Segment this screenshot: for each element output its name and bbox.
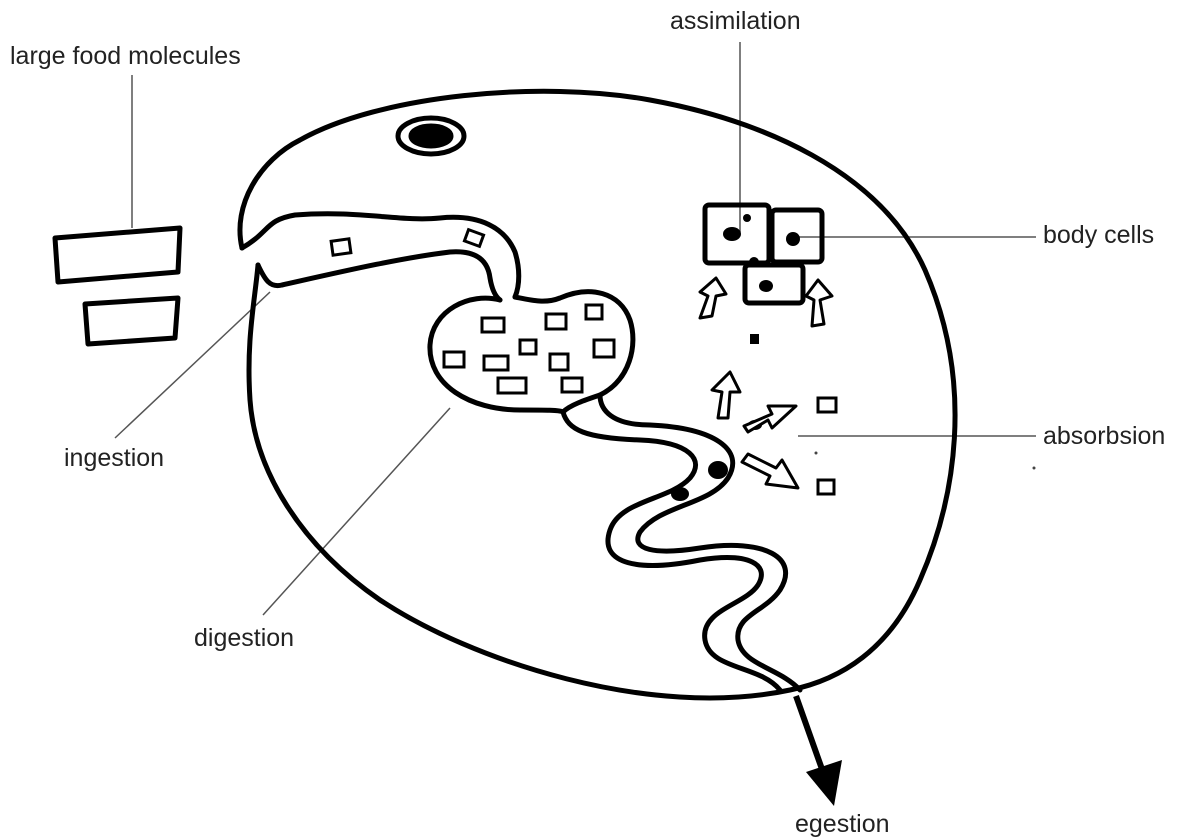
arrow-up-1 (712, 372, 740, 418)
large-food-molecule-2 (85, 298, 178, 344)
egestion-arrow (796, 696, 842, 806)
arrow-right-up (744, 406, 796, 432)
food-particle (331, 239, 351, 255)
arrow-to-cell (700, 278, 726, 318)
food-particle (818, 398, 836, 412)
food-particle (520, 340, 536, 354)
food-particle (546, 314, 566, 329)
nutrient-dot (671, 487, 689, 501)
speck (815, 452, 818, 455)
arrow-right-down (742, 454, 798, 488)
speck (1033, 467, 1036, 470)
label-egestion: egestion (795, 812, 890, 837)
food-particle (818, 480, 834, 494)
food-particle (464, 230, 483, 247)
gullet-lower (258, 252, 500, 300)
large-food-molecule-1 (55, 228, 180, 282)
label-assimilation: assimilation (670, 9, 801, 34)
food-particle (550, 354, 568, 370)
label-ingestion: ingestion (64, 446, 164, 471)
food-particle (482, 318, 504, 332)
food-particle (586, 305, 602, 319)
label-absorbsion: absorbsion (1043, 424, 1165, 449)
nutrient-dot (750, 334, 759, 344)
small-food-particles (331, 230, 836, 494)
food-particle (562, 378, 582, 392)
food-particle (594, 340, 614, 357)
nucleus-inner (411, 126, 451, 146)
label-body-cells: body cells (1043, 223, 1154, 248)
label-large-food-molecules: large food molecules (10, 44, 241, 69)
nutrient-dot (743, 214, 751, 222)
food-particle (498, 378, 526, 393)
food-particle (444, 352, 464, 367)
cell-nucleus-2 (786, 232, 800, 246)
arrows (700, 278, 832, 488)
arrow-to-cell-2 (806, 280, 832, 326)
body-cell-3 (745, 265, 803, 303)
nutrient-dots (671, 214, 800, 501)
cell-nucleus-3 (759, 280, 773, 292)
food-particle (484, 356, 508, 370)
nutrient-dot (749, 257, 759, 267)
label-digestion: digestion (194, 626, 294, 651)
nutrient-dot (708, 461, 728, 479)
cell-nucleus-1 (723, 227, 741, 241)
